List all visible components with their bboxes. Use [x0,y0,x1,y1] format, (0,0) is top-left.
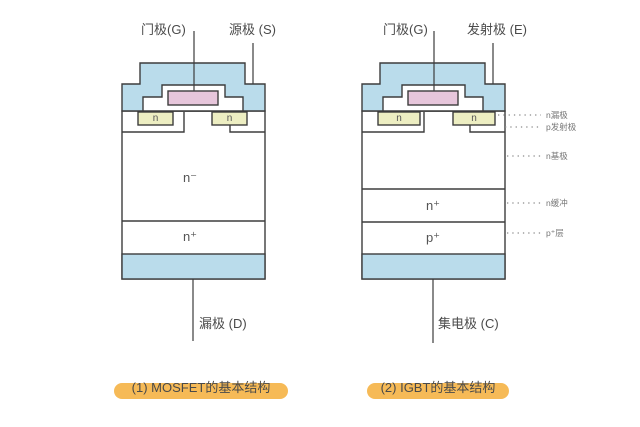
mosfet-diagram [121,31,266,341]
mosfet-n-right-text: n [226,113,233,124]
mosfet-drain-label: 漏极 (D) [199,316,247,331]
igbt-caption: (2) IGBT的基本结构 [367,377,509,399]
igbt-side-label-n-buffer: n缓冲 [546,198,568,208]
mosfet-source-label: 源极 (S) [229,22,276,37]
igbt-n-left-text: n [396,113,402,124]
mosfet-n-source-region-left [137,111,174,126]
mosfet-gate-label: 门极(G) [141,22,186,37]
igbt-collector-label: 集电极 (C) [438,316,499,331]
igbt-n-region-right [452,111,496,126]
mosfet-pwell-left-outline [122,112,185,133]
igbt-side-label-p-plus-layer: p⁺层 [546,228,564,238]
mosfet-drain-metal [121,253,266,280]
igbt-pwell-left-outline [362,112,425,133]
igbt-n-region-left [377,111,421,126]
mosfet-n-plus-text: n⁺ [182,229,198,244]
igbt-n-right-text: n [471,113,477,124]
mosfet-n-source-region-right [211,111,248,126]
igbt-n-plus-text: n⁺ [425,198,441,213]
mosfet-gate-electrode [167,90,219,106]
igbt-emitter-label: 发射极 (E) [467,22,527,37]
igbt-collector-metal [361,253,506,280]
mosfet-n-minus-text: n⁻ [182,170,198,185]
igbt-body [361,110,506,280]
mosfet-caption: (1) MOSFET的基本结构 [114,377,288,399]
mosfet-n-left-text: n [152,113,159,124]
igbt-gate-label: 门极(G) [383,22,428,37]
igbt-side-label-n-base: n基极 [546,151,568,161]
igbt-side-label-n-drain: n漏极 [546,110,568,120]
igbt-p-plus-text: p⁺ [425,230,441,245]
mosfet-body [121,110,266,280]
igbt-diagram [361,31,541,343]
igbt-side-label-p-emitter: p发射极 [546,122,577,132]
igbt-gate-electrode [407,90,459,106]
